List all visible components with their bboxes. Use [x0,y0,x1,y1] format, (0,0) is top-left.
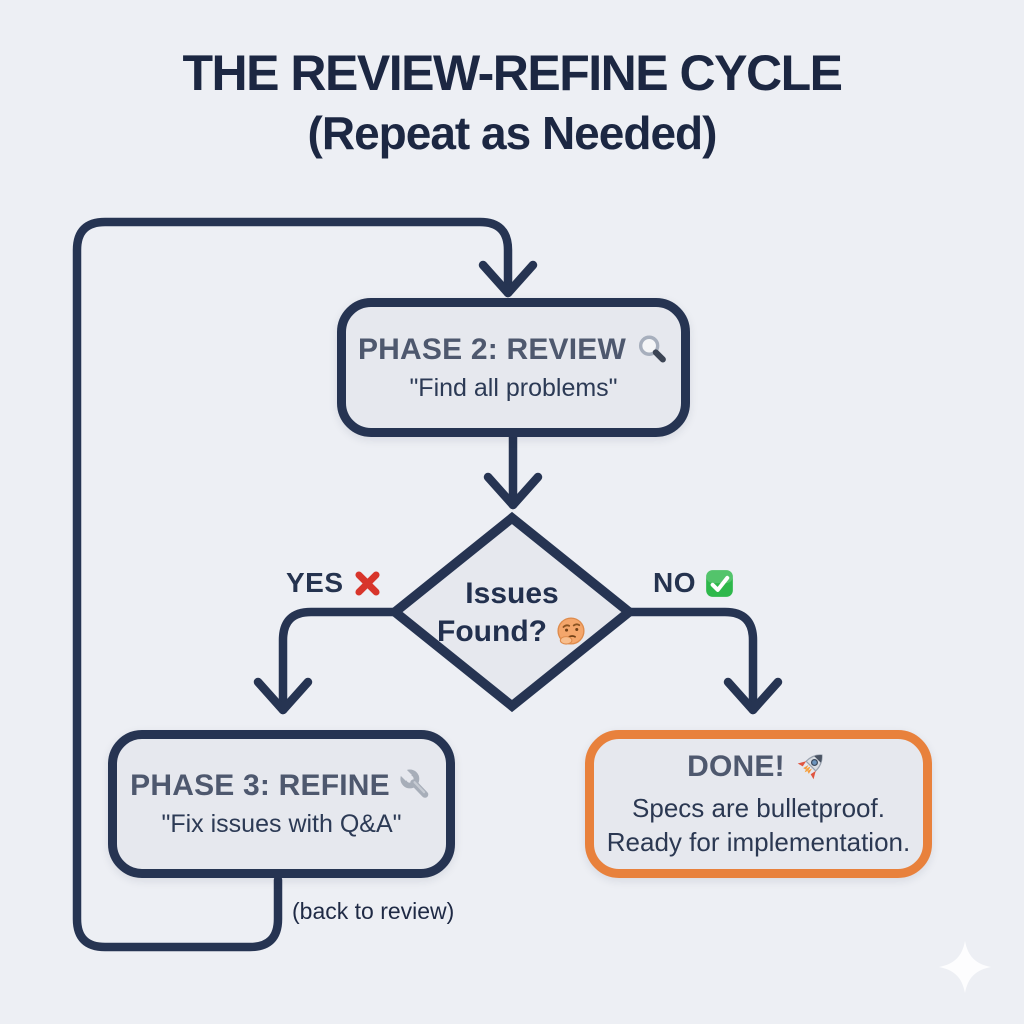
node-done: DONE! Specs are bulletproof. Ready for i… [585,730,932,878]
magnifier-icon [638,335,666,362]
review-heading-label: PHASE 2: REVIEW [357,332,627,366]
title-line-2: (Repeat as Needed) [307,107,718,159]
arrowhead-loop-into-review [478,260,538,298]
loop-note: (back to review) [292,898,455,924]
check-mark-icon [706,569,733,597]
done-body-line-2: Ready for implementation. [606,826,911,857]
thinking-face-icon [557,617,585,645]
done-heading-row: DONE! [687,749,830,785]
diagram-title: THE REVIEW-REFINE CYCLE (Repeat as Neede… [0,46,1024,160]
sparkle-icon [936,938,994,1001]
refine-heading-row: PHASE 3: REFINE [130,769,433,803]
decision-diamond-shape [387,511,637,713]
connector-decision-to-done [621,607,758,715]
arrowhead-decision-to-refine [253,677,313,715]
done-body-line-1: Specs are bulletproof. [632,793,885,824]
done-heading-label: DONE! [687,750,785,784]
decision-label: Issues Found? [402,575,622,650]
review-subtitle: "Find all problems" [409,373,618,402]
rocket-icon [797,754,823,780]
refine-subtitle: "Fix issues with Q&A" [161,810,402,838]
arrowhead-decision-to-done [723,677,783,715]
refine-heading-label: PHASE 3: REFINE [130,769,390,802]
cross-mark-icon [354,570,380,596]
node-phase3-refine: PHASE 3: REFINE "Fix issues with Q&A" [108,730,455,878]
yes-label-text: YES [286,567,344,598]
done-body: Specs are bulletproof. Ready for impleme… [607,792,910,859]
connector-decision-to-refine [278,607,403,715]
branch-label-no: NO [653,567,735,599]
no-label-text: NO [653,567,696,598]
node-phase2-review: PHASE 2: REVIEW "Find all problems" [337,298,690,437]
arrowhead-review-to-decision [483,472,543,510]
wrench-icon [398,769,429,798]
review-heading-row: PHASE 2: REVIEW [358,333,669,367]
decision-line-1: Issues [465,577,559,610]
connector-loop-refine-to-review [72,217,513,952]
decision-line-2: Found? [437,614,547,648]
decision-line-2-row: Found? [402,613,622,651]
branch-label-yes: YES [286,567,383,599]
title-line-1: THE REVIEW-REFINE CYCLE [182,45,843,101]
